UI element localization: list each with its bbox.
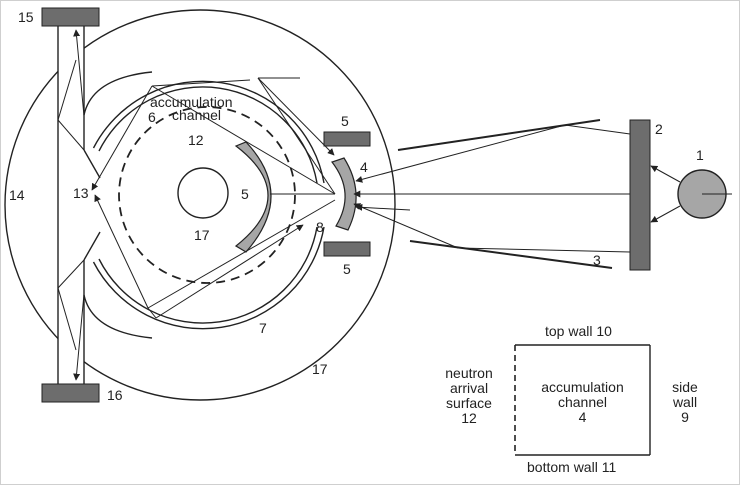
legend-channel-line1: accumulation — [541, 379, 624, 395]
block-5-bottom — [323, 241, 371, 257]
legend-side-line1: side — [672, 379, 698, 395]
legend-bottom-wall: bottom wall 11 — [527, 459, 617, 475]
label-6: 6 — [148, 109, 156, 125]
label-accumulation: accumulation — [150, 94, 233, 110]
reflector-4 — [331, 157, 357, 231]
legend-channel-num: 4 — [578, 409, 587, 425]
label-channel: channel — [172, 107, 222, 123]
legend-side-num: 9 — [681, 409, 689, 425]
outer-circle-17 — [4, 9, 396, 401]
label-3: 3 — [593, 252, 601, 268]
legend-channel-box — [514, 344, 651, 456]
legend-top-wall: top wall 10 — [545, 323, 612, 339]
channel-outer-wall-7 — [92, 80, 325, 330]
horn-interface — [82, 71, 153, 339]
arrival-surface-dashed-12 — [118, 106, 296, 284]
legend-arrival-line2: arrival — [449, 380, 489, 396]
label-5-top: 5 — [341, 113, 349, 129]
label-13: 13 — [73, 185, 89, 201]
neutron-paths — [57, 29, 732, 381]
label-8: 8 — [316, 219, 324, 235]
legend-arrival-line3: surface — [446, 395, 492, 411]
label-7: 7 — [259, 320, 267, 336]
label-15: 15 — [18, 9, 34, 25]
detector-16 — [41, 383, 100, 403]
label-2: 2 — [655, 121, 663, 137]
label-1: 1 — [696, 147, 704, 163]
label-5-bottom: 5 — [343, 261, 351, 277]
legend-channel-text: accumulation channel 4 — [520, 380, 645, 425]
legend-arrival-line1: neutron — [445, 365, 493, 381]
legend-arrival-num: 12 — [461, 410, 477, 426]
crescent-mirror-5 — [234, 141, 272, 253]
legend-arrival-surface: neutron arrival surface 12 — [434, 366, 504, 426]
legend-channel-line2: channel — [557, 394, 608, 410]
legend-side-line2: wall — [672, 394, 698, 410]
label-4: 4 — [360, 159, 368, 175]
label-17-outer: 17 — [312, 361, 328, 377]
label-5-center: 5 — [241, 186, 249, 202]
label-14: 14 — [9, 187, 25, 203]
label-12: 12 — [188, 132, 204, 148]
center-circle-17 — [177, 167, 229, 219]
label-16: 16 — [107, 387, 123, 403]
block-5-top — [323, 131, 371, 147]
mirror-plate-2 — [629, 119, 651, 271]
detector-15 — [41, 7, 100, 27]
legend-side-wall: side wall 9 — [660, 380, 710, 425]
label-17-inner: 17 — [194, 227, 210, 243]
